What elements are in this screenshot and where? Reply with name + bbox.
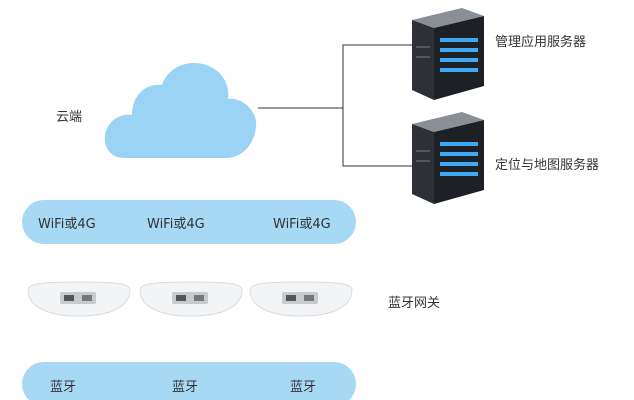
bluetooth-band-label: 蓝牙 [50,380,77,395]
server-label-location: 定位与地图服务器 [495,158,600,173]
server-icon [412,112,484,204]
wifi-band-label: WiFi或4G [147,217,205,232]
server-icon [412,8,484,100]
cloud-icon [104,63,257,158]
cloud-label: 云端 [56,110,83,125]
bluetooth-band [22,362,356,400]
bluetooth-band-label: 蓝牙 [290,380,317,395]
bluetooth-gateway-icon [27,281,131,317]
gateway-label: 蓝牙网关 [388,296,441,311]
wifi-band-label: WiFi或4G [38,217,96,232]
wifi-band-label: WiFi或4G [273,217,331,232]
bluetooth-gateway-icon [249,281,353,317]
bluetooth-band-label: 蓝牙 [172,380,199,395]
server-label-management: 管理应用服务器 [495,35,587,50]
bluetooth-gateway-icon [139,281,243,317]
connector-line [258,44,412,109]
connector-line [342,108,412,167]
wifi-band [22,200,356,244]
